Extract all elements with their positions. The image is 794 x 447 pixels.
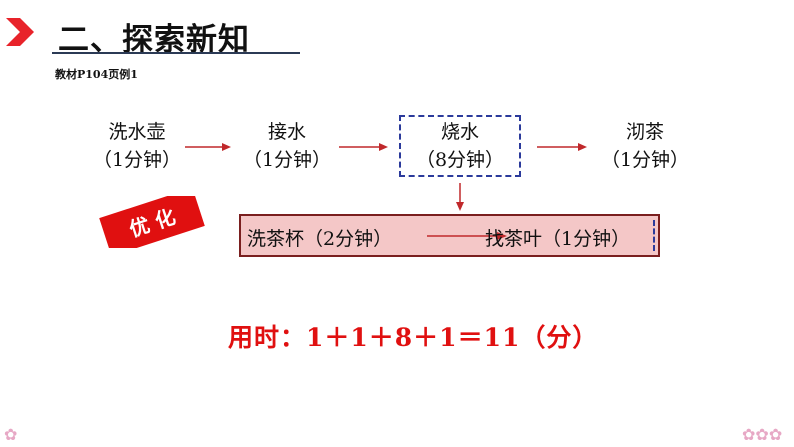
- dashed-edge: [653, 220, 655, 251]
- step-wash-kettle: 洗水壶 （1分钟）: [82, 118, 192, 174]
- step-name: 沏茶: [625, 121, 664, 143]
- step-duration: （1分钟）: [92, 149, 182, 171]
- textbook-reference: 教材P104页例1: [55, 68, 138, 81]
- task-wash-cups: 洗茶杯（2分钟）: [247, 228, 393, 250]
- arrow-right-icon: [339, 143, 388, 151]
- step-duration: （1分钟）: [242, 149, 332, 171]
- step-duration: （8分钟）: [415, 149, 505, 171]
- step-boil-water: 烧水 （8分钟）: [405, 118, 515, 174]
- step-fetch-water: 接水 （1分钟）: [232, 118, 342, 174]
- header-chevron-icon: [6, 18, 34, 46]
- step-name: 洗水壶: [108, 121, 166, 143]
- step-name: 接水: [267, 121, 306, 143]
- step-duration: （1分钟）: [600, 149, 690, 171]
- boil-water-highlight-box: [399, 115, 521, 177]
- arrow-right-icon: [537, 143, 587, 151]
- step-name: 烧水: [440, 121, 479, 143]
- arrow-right-icon: [427, 232, 507, 240]
- cherry-blossom-icon: ✿✿✿: [742, 425, 783, 444]
- title-underline: [52, 52, 300, 54]
- optimize-badge: 优 化: [99, 196, 205, 248]
- task-find-tea: 找茶叶（1分钟）: [485, 228, 631, 250]
- step-make-tea: 沏茶 （1分钟）: [590, 118, 700, 174]
- arrow-right-icon: [185, 143, 231, 151]
- cherry-blossom-icon: ✿: [4, 425, 18, 444]
- arrow-down-icon: [456, 183, 464, 211]
- total-time-formula: 用时：1＋1＋8＋1＝11（分）: [228, 323, 599, 352]
- parallel-tasks-box: 洗茶杯（2分钟） 找茶叶（1分钟）: [239, 214, 660, 257]
